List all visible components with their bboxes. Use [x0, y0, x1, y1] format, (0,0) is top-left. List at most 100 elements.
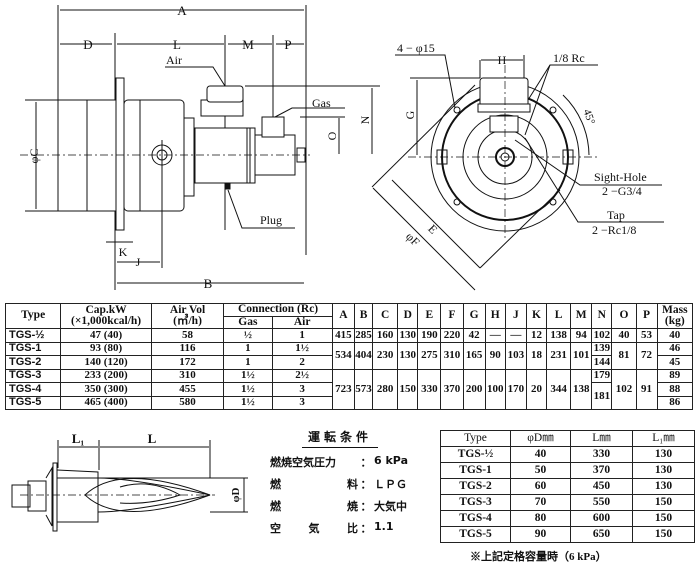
- separator: ：: [360, 456, 372, 469]
- cell-gas: 1: [223, 355, 273, 370]
- dim-F: φF: [403, 229, 423, 249]
- front-view-drawing: H G E φF 45° 4 − φ15 1/8 Rc Sight-Hole 2…: [371, 41, 664, 291]
- condition-item: 燃焼空気圧力：6 kPa: [270, 454, 408, 470]
- label-sight-hole: Sight-Hole: [594, 170, 647, 184]
- cell-type: TGS-1: [440, 462, 511, 479]
- cell-mass: 88: [656, 382, 694, 397]
- header-air: Air: [271, 315, 333, 329]
- cell-D: 150: [397, 368, 419, 410]
- flame-view-drawing: L₁ L φD: [11, 431, 248, 532]
- cell-type: TGS-5: [440, 526, 511, 543]
- cell-gas: 1½: [223, 368, 273, 383]
- header-cap: Cap.kW(×1,000kcal/h): [60, 303, 152, 329]
- cell-G: 165: [462, 341, 486, 370]
- cell-mass: 46: [656, 341, 694, 356]
- dim-flame-L: L: [148, 431, 157, 446]
- cell-E: 190: [417, 328, 442, 343]
- cell-l: 550: [570, 494, 633, 511]
- label-plug: Plug: [260, 213, 282, 227]
- cell-F: 370: [440, 368, 464, 410]
- cell-N: 139: [591, 341, 613, 356]
- cell-G: 42: [462, 328, 486, 343]
- condition-label: 燃焼空気圧力: [270, 456, 336, 469]
- label-holes: 4 − φ15: [397, 41, 435, 55]
- label-air: Air: [166, 53, 182, 67]
- cell-air: 1: [271, 328, 333, 343]
- dim-J: J: [136, 255, 141, 269]
- condition-label: 気: [308, 522, 320, 535]
- cell-P: 91: [635, 368, 658, 410]
- cell-mass: 89: [656, 368, 694, 383]
- cell-gas: 1½: [223, 395, 273, 410]
- cell-P: 72: [635, 341, 658, 370]
- header-D: D: [397, 303, 419, 329]
- cell-l1: 130: [632, 478, 695, 495]
- cell-D: 130: [397, 341, 419, 370]
- cell-l: 650: [570, 526, 633, 543]
- condition-item: 燃焼：大気中: [270, 498, 408, 514]
- cell-l: 330: [570, 446, 633, 463]
- header-type: Type: [440, 430, 511, 447]
- cell-O: 40: [611, 328, 637, 343]
- side-view-drawing: A D L M P φC O N K J B: [20, 3, 380, 291]
- header-l1: L₁㎜: [632, 430, 695, 447]
- condition-label: 焼: [347, 500, 358, 513]
- dim-L1: L₁: [72, 431, 85, 446]
- header-K: K: [525, 303, 548, 329]
- cell-phi-d: 70: [510, 494, 571, 511]
- cell-phi-d: 60: [510, 478, 571, 495]
- cell-gas: 1: [223, 341, 273, 356]
- cell-O: 81: [611, 341, 637, 370]
- cell-M: 138: [570, 368, 593, 410]
- cell-gas: 1½: [223, 382, 273, 397]
- cell-K: 12: [525, 328, 548, 343]
- cell-air-vol: 116: [150, 341, 225, 356]
- cell-mass: 40: [656, 328, 694, 343]
- cell-L: 344: [546, 368, 572, 410]
- cell-K: 20: [525, 368, 548, 410]
- header-N: N: [591, 303, 613, 329]
- separator: ：: [360, 478, 372, 491]
- cell-B: 404: [353, 341, 374, 370]
- label-rc: 1/8 Rc: [553, 51, 585, 65]
- separator: ：: [360, 500, 372, 513]
- header-G: G: [462, 303, 486, 329]
- cell-J: 103: [504, 341, 527, 370]
- condition-item: 燃料：ＬＰＧ: [270, 476, 408, 492]
- cell-type: TGS-1: [4, 341, 62, 356]
- condition-label: 燃: [270, 500, 281, 513]
- cell-M: 101: [570, 341, 593, 370]
- cell-N: 179: [591, 368, 613, 383]
- cell-type: TGS-3: [440, 494, 511, 511]
- cell-cap: 233 (200): [60, 368, 152, 383]
- cell-H: —: [484, 328, 506, 343]
- table-note: ※上記定格容量時（6 kPa）: [470, 551, 607, 563]
- cell-B: 285: [353, 328, 374, 343]
- label-gas: Gas: [312, 96, 331, 110]
- dim-O: O: [325, 131, 339, 140]
- cell-H: 90: [484, 341, 506, 370]
- cell-type: TGS-½: [4, 328, 62, 343]
- separator: ：: [360, 522, 372, 535]
- cell-L: 138: [546, 328, 572, 343]
- cell-type: TGS-4: [4, 382, 62, 397]
- cell-O: 102: [611, 368, 637, 410]
- cell-cap: 47 (40): [60, 328, 152, 343]
- header-l: L㎜: [570, 430, 633, 447]
- header-P: P: [635, 303, 658, 329]
- condition-label: 空: [270, 522, 281, 535]
- dim-flame-D: φD: [230, 488, 242, 503]
- cell-l1: 130: [632, 462, 695, 479]
- cell-air: 2½: [271, 368, 333, 383]
- cell-cap: 140 (120): [60, 355, 152, 370]
- cell-C: 280: [372, 368, 399, 410]
- cell-type: TGS-½: [440, 446, 511, 463]
- dim-D: D: [83, 37, 92, 52]
- cell-F: 310: [440, 341, 464, 370]
